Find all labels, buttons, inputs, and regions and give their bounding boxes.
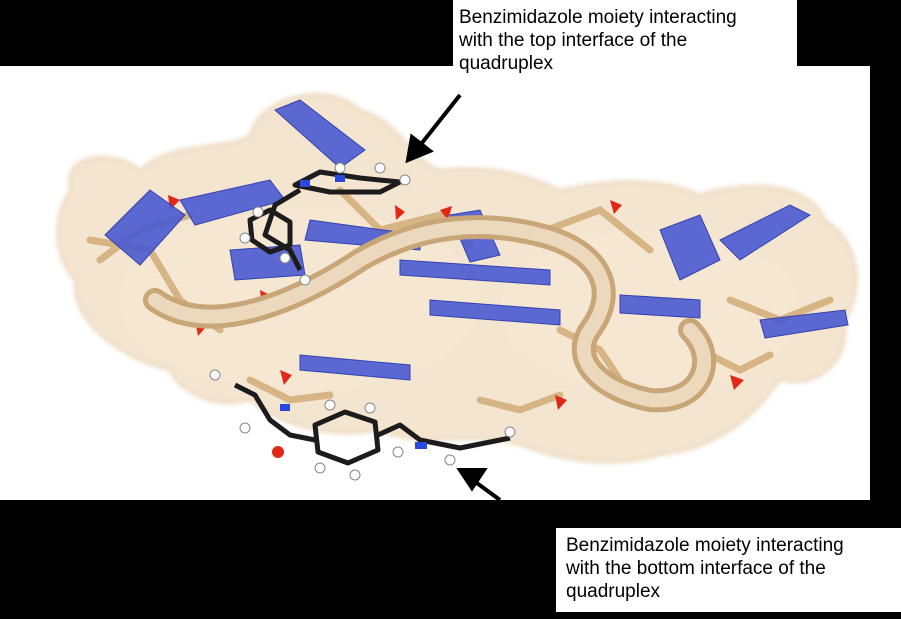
callout-bottom-line-2: with the bottom interface of the: [566, 558, 826, 579]
bottom-ligand: [209, 369, 516, 481]
callout-bottom-line-1: Benzimidazole moiety interacting: [566, 535, 844, 556]
callout-top-line-2: with the top interface of the: [459, 30, 688, 51]
callout-bottom-line-3: quadruplex: [566, 581, 661, 602]
top-ligand: [239, 162, 411, 286]
arrow-to-top-ligand: [405, 93, 462, 164]
callout-bottom: Benzimidazole moiety interacting with th…: [556, 528, 901, 612]
callout-top-line-1: Benzimidazole moiety interacting: [459, 7, 737, 28]
callout-top: Benzimidazole moiety interacting with th…: [453, 0, 797, 74]
nucleobases: [104, 99, 849, 381]
callout-top-line-3: quadruplex: [459, 53, 554, 74]
bottom-oxygen: [272, 446, 284, 458]
ribbon: [143, 215, 717, 413]
arrow-to-bottom-ligand: [456, 468, 502, 502]
